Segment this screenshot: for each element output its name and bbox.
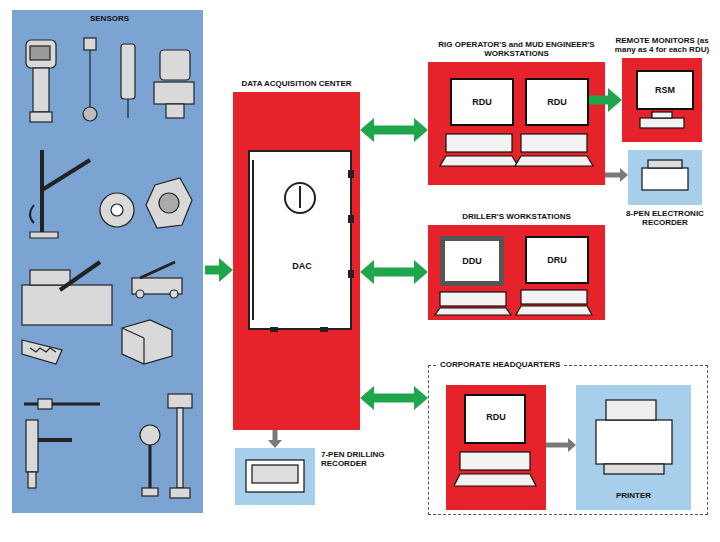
arrow-shaft (546, 443, 568, 448)
group-heading: SENSORS (50, 14, 170, 23)
unit-label: RDU (452, 97, 512, 107)
data-link-arrow (546, 438, 576, 452)
arrow-head (414, 386, 428, 410)
sensor-panel: SENSORS (10, 8, 205, 515)
arrow-shaft (273, 430, 278, 440)
arrow-shaft (374, 268, 414, 277)
headquarters-group: CORPORATE HEADQUARTERSRDUPRINTER (428, 365, 708, 515)
arrow-shaft (589, 96, 608, 105)
monitor-screen: RSM (636, 70, 694, 110)
printer-panel: PRINTER (576, 385, 691, 510)
arrow-head (268, 440, 282, 448)
unit-label: RDU (466, 412, 526, 422)
arrow-shaft (374, 126, 414, 135)
group-heading: RIG OPERATOR'S and MUD ENGINEER'S WORKST… (422, 40, 612, 58)
workstation-panel: DRILLER'S WORKSTATIONSDDUDRU (428, 225, 605, 320)
group-heading: 7-PEN DRILLING RECORDER (321, 450, 401, 468)
arrow-head (414, 260, 428, 284)
dac-details (252, 160, 354, 332)
unit-label: DRU (527, 255, 587, 265)
arrow-shaft (374, 394, 414, 403)
arrow-head (360, 386, 374, 410)
arrow-head (620, 168, 628, 182)
sensor-icons (22, 38, 194, 498)
monitor-screen: DDU (440, 236, 504, 286)
dac-box: DAC (248, 150, 352, 330)
monitor-screen: RDU (450, 78, 514, 126)
unit-label: RSM (638, 85, 692, 95)
remote-panel: REMOTE MONITORS (as many as 4 for each R… (622, 58, 702, 142)
monitor-screen: DRU (525, 236, 589, 284)
arrow-head (568, 438, 576, 452)
group-heading: CORPORATE HEADQUARTERS (437, 360, 563, 369)
recorder-panel: 7-PEN DRILLING RECORDER (235, 448, 315, 505)
data-link-arrow (268, 430, 282, 448)
group-heading: DATA ACQUISITION CENTER (237, 79, 357, 88)
unit-label: DAC (272, 261, 332, 271)
workstation-panel: RIG OPERATOR'S and MUD ENGINEER'S WORKST… (428, 62, 605, 185)
unit-label: DDU (445, 256, 499, 266)
group-heading: 8-PEN ELECTRONIC RECORDER (621, 209, 709, 227)
computer-bases (435, 112, 684, 486)
arrow-shaft (605, 173, 620, 178)
printers (246, 160, 688, 492)
arrow-head (219, 258, 233, 282)
arrow-head (360, 260, 374, 284)
data-link-arrow (205, 258, 233, 282)
data-link-arrow (589, 88, 622, 112)
arrow-shaft (205, 266, 219, 275)
data-link-arrow (360, 260, 428, 284)
group-heading: PRINTER (584, 491, 684, 500)
group-heading: REMOTE MONITORS (as many as 4 for each R… (612, 36, 712, 54)
arrow-head (414, 118, 428, 142)
workstation-panel: RDU (446, 385, 546, 510)
data-link-arrow (360, 118, 428, 142)
recorder-panel: 8-PEN ELECTRONIC RECORDER (628, 150, 702, 205)
unit-label: RDU (527, 97, 587, 107)
data-link-arrow (360, 386, 428, 410)
arrow-head (608, 88, 622, 112)
monitor-screen: RDU (525, 78, 589, 126)
data-link-arrow (605, 168, 628, 182)
arrow-head (360, 118, 374, 142)
group-heading: DRILLER'S WORKSTATIONS (432, 212, 602, 221)
dac-panel: DATA ACQUISITION CENTERDAC (233, 92, 360, 430)
